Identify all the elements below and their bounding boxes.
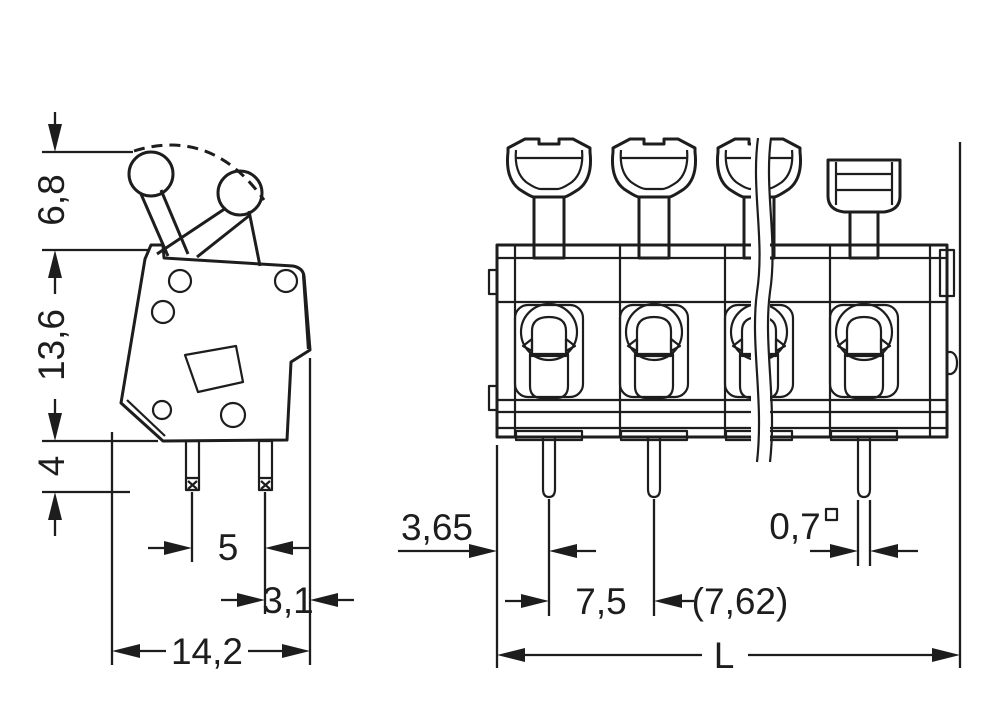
lever-head-inner-line (834, 162, 894, 205)
pole-unit (513, 302, 585, 442)
push-button (528, 352, 570, 400)
break-gap (751, 136, 770, 464)
mounting-tab (487, 268, 499, 296)
dimension-arrow (265, 541, 293, 555)
lever-stem (532, 195, 566, 260)
lever-open-knob (127, 150, 175, 198)
front-view-dimensions: 3,65 7,5 (7,62) 0,7 L (398, 142, 962, 676)
break-symbol (751, 136, 774, 464)
dimension-arrow (654, 594, 682, 608)
dimension-arrow (48, 250, 62, 278)
lever-closed-knob (216, 169, 264, 217)
clamp-spring (530, 315, 568, 358)
clamp-wing (564, 337, 577, 353)
dimension-arrow (870, 544, 898, 558)
operating-lever (506, 137, 592, 260)
dimension-arrow (549, 544, 577, 558)
solder-pin (646, 435, 662, 499)
right-end-tab (938, 248, 956, 298)
wall-line (126, 399, 166, 437)
front-housing-body (495, 243, 949, 439)
solder-pin (856, 435, 872, 499)
side-view: 6,8 13,6 4 5 3,1 14,2 (31, 112, 354, 672)
operating-lever-2 (610, 137, 698, 260)
solder-pin (184, 439, 201, 492)
break-line (766, 137, 774, 463)
pin-tip-marks (259, 476, 272, 490)
left-end-cap (495, 243, 517, 439)
dim-label-pin-spacing: 5 (218, 527, 239, 568)
dimension-arrow (521, 594, 549, 608)
dimension-arrow (469, 544, 497, 558)
dimension-arrow (497, 648, 525, 662)
bottom-step (514, 429, 584, 442)
right-end-bump (945, 350, 959, 376)
dimension-arrow (164, 541, 192, 555)
dim-label-alt-pitch: (7,62) (692, 581, 789, 622)
side-housing-body (119, 243, 312, 443)
mounting-tab (487, 384, 499, 412)
dim-label-pin-to-edge: 3,1 (262, 580, 313, 621)
lever-head (826, 158, 902, 214)
pin-tip-marks (186, 476, 199, 490)
dimension-arrow (310, 593, 338, 607)
side-housing-details (150, 268, 299, 429)
operating-lever-4 (826, 158, 902, 260)
square-pin-symbol (824, 507, 839, 522)
front-view-pins (541, 435, 872, 499)
dim-label-overall-depth: 14,2 (171, 631, 243, 672)
lever-head-inner-line (514, 149, 584, 191)
dimension-arrow (48, 492, 62, 520)
break-line (753, 137, 761, 463)
dim-label-edge-to-first-pin: 3,65 (401, 507, 473, 548)
lever-swing-arc (133, 143, 266, 201)
wall-line (301, 273, 310, 350)
clamp-cage-circle (519, 302, 579, 362)
solder-pin (541, 435, 557, 499)
dimension-arrow (282, 644, 310, 658)
dim-label-pin-width: 0,7 (769, 506, 820, 547)
dim-label-lever-height: 6,8 (31, 174, 72, 225)
side-view-pins (184, 439, 274, 492)
dim-label-pin-length: 4 (31, 456, 72, 477)
pole-unit-4 (828, 302, 900, 442)
dimension-arrow (48, 124, 62, 152)
lever-head (506, 137, 592, 199)
front-view: 3,65 7,5 (7,62) 0,7 L (398, 136, 962, 676)
solder-pin (257, 439, 274, 492)
side-view-dimensions: 6,8 13,6 4 5 3,1 14,2 (31, 112, 354, 672)
dimension-arrow (112, 644, 140, 658)
clamp-wing (521, 337, 534, 353)
dim-label-body-height: 13,6 (31, 309, 72, 381)
dimension-arrow (48, 413, 62, 441)
dim-label-overall-length: L (714, 635, 735, 676)
lever-stem (848, 210, 880, 260)
pole-unit-2 (618, 302, 690, 442)
wire-entry-hole (183, 344, 245, 394)
dimension-arrow (932, 648, 960, 662)
dim-label-pole-pitch: 7,5 (575, 581, 626, 622)
dimension-arrow (830, 544, 858, 558)
dimension-arrow (237, 593, 265, 607)
housing-mold-lines (497, 256, 947, 430)
lever-arms (139, 189, 262, 267)
